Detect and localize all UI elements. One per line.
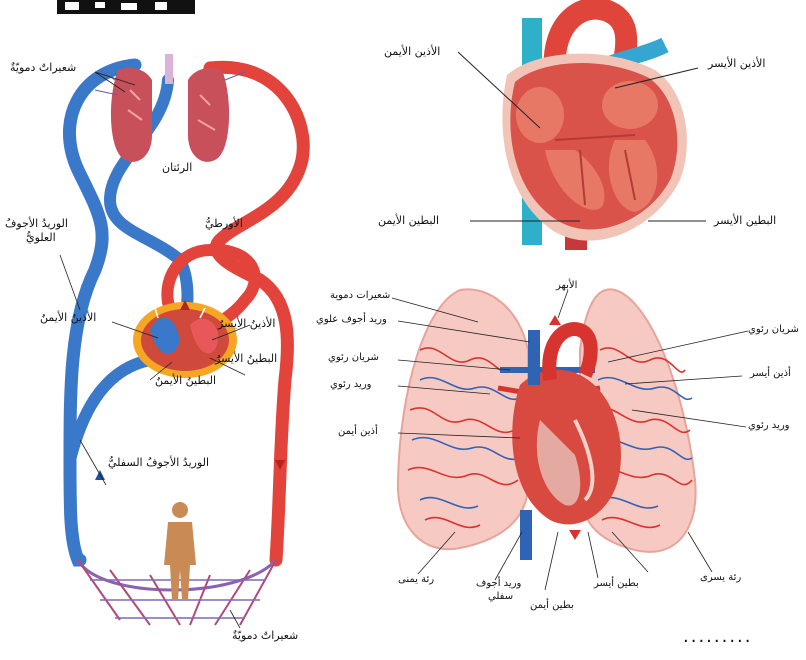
leader-line [230,610,240,628]
label-lungs-inferior-vena-cava-2: سفلي [488,591,513,603]
label-lungs-pulmonary-artery-left: شريان رئوي [328,352,379,364]
right-lung [398,289,528,549]
vena-cava-inferior [70,360,150,460]
label-lungs-inferior-vena-cava-1: وريد أجوف [476,578,521,590]
label-lungs-pulmonary-vein-left: وريد رئوي [330,379,371,391]
label-lungs-pulmonary-artery-right: شريان رئوي [748,324,799,336]
label-lungs-right-ventricle: بطين أيمن [530,600,574,612]
small-heart-illustration [133,302,237,378]
right-atrium-chamber [516,87,564,143]
heart-cross-section-diagram [485,0,695,262]
label-lungs-right-lung: رئة يمنى [398,574,434,586]
label-lungs-right-atrium: أذين أيمن [338,426,378,438]
label-lungs: الرئتان [162,162,192,175]
label-heart-left-atrium: الأذين الأيسر [708,58,765,71]
answer-dots: ......... [683,626,753,647]
label-aorta: الأورطيُّ [205,218,243,231]
label-right-atrium-small: الأذينُ الأيمنُ [40,312,96,325]
label-inferior-vena-cava: الوريدُ الأجوفُ السفليُّ [108,457,209,470]
label-superior-vena-cava-1: الوريدُ الأجوفُ [5,218,68,231]
label-capillaries-bottom: شعيراتٌ دمويّةٌ [232,630,298,643]
lungs-illustration [111,54,229,162]
human-silhouette-icon [164,502,196,600]
superior-vena-cava-vessel [528,330,540,385]
left-atrium-chamber [602,81,658,129]
label-heart-right-atrium: الأذين الأيمن [384,46,440,59]
label-lungs-capillaries: شعيرات دموية [330,290,390,302]
black-logo-fragment-icon [57,0,195,14]
label-superior-vena-cava-2: العلويُّ [26,232,56,245]
label-lungs-left-ventricle: بطين أيسر [594,578,639,590]
heart-lungs-diagram [380,270,725,600]
label-capillaries-top: شعيراتٌ دمويّةٌ [10,62,76,75]
label-heart-left-ventricle: البطين الأيسر [714,215,776,228]
label-lungs-aorta: الأبهر [556,280,577,292]
circulation-loop-diagram [40,40,330,640]
label-lungs-pulmonary-vein-right: وريد رئوي [748,420,789,432]
label-lungs-superior-vena-cava: وريد أجوف علوي [316,314,387,326]
flow-arrow [569,530,581,540]
label-left-atrium-small: الأذينُ الأيسرُ [218,318,275,331]
label-heart-right-ventricle: البطين الأيمن [378,215,439,228]
label-left-ventricle-small: البطينُ الأيسرُ [215,353,277,366]
label-lungs-left-lung: رئة يسرى [700,572,741,584]
leader-line [80,440,106,485]
label-lungs-left-atrium: أذين أيسر [750,368,791,380]
label-right-ventricle-small: البطينُ الأيمنُ [155,375,216,388]
flow-arrow [549,315,561,325]
leader-line [60,255,80,310]
inferior-vena-cava-vessel [520,510,532,560]
